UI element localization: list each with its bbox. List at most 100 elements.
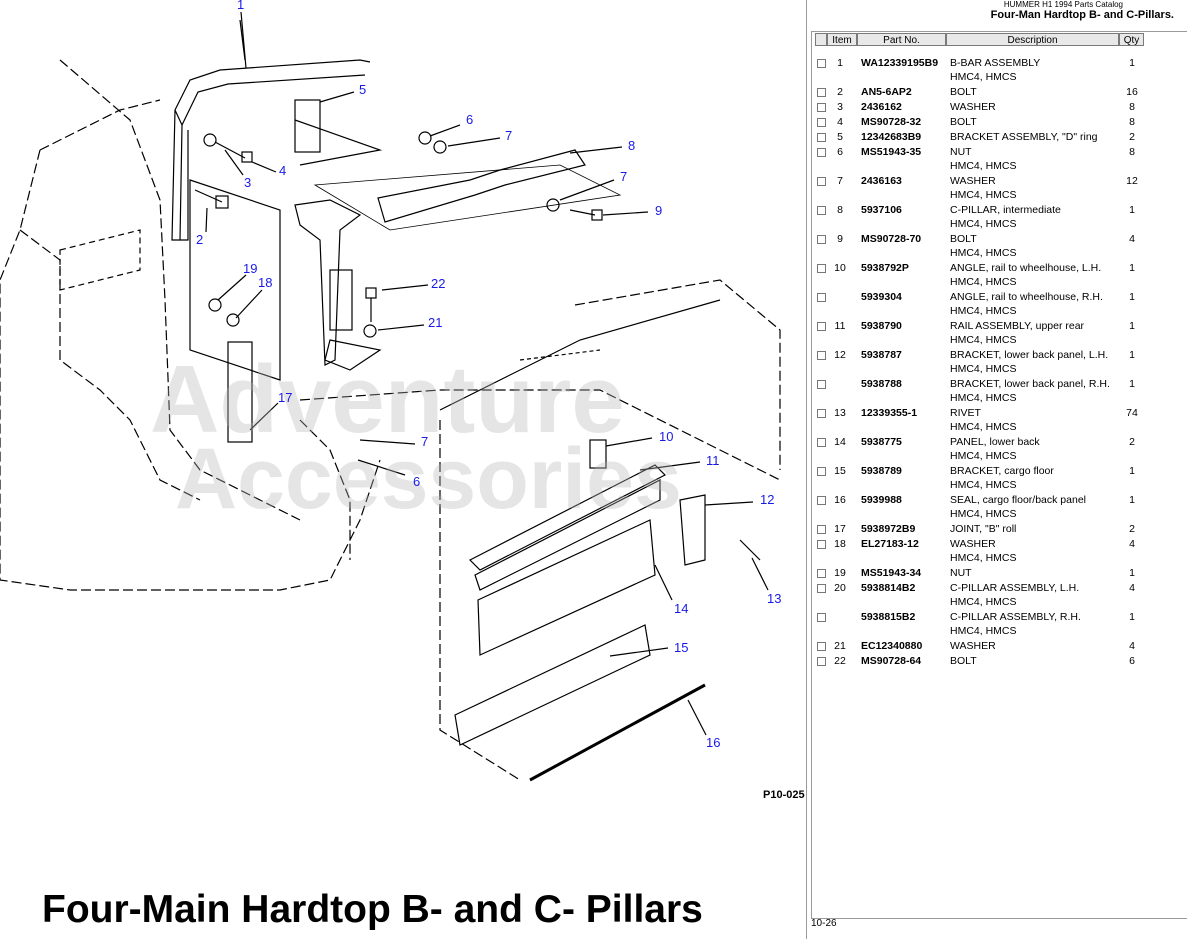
column-header-part-no[interactable]: Part No.: [857, 33, 946, 46]
row-usable-on: HMC4, HMCS: [950, 508, 1017, 520]
row-item-number: 10: [834, 262, 846, 274]
row-quantity: 12: [1126, 175, 1138, 187]
row-usable-on: HMC4, HMCS: [950, 218, 1017, 230]
row-part-number: MS51943-35: [861, 146, 922, 158]
row-quantity: 1: [1129, 320, 1135, 332]
row-checkbox[interactable]: [817, 133, 826, 142]
row-description: B-BAR ASSEMBLY: [950, 57, 1041, 69]
row-checkbox[interactable]: [817, 380, 826, 389]
row-quantity: 4: [1129, 582, 1135, 594]
row-checkbox[interactable]: [817, 88, 826, 97]
row-usable-on: HMC4, HMCS: [950, 363, 1017, 375]
row-checkbox[interactable]: [817, 409, 826, 418]
row-quantity: 1: [1129, 57, 1135, 69]
page-number: 10-26: [811, 918, 837, 929]
callout-7b: 7: [620, 169, 628, 184]
row-checkbox[interactable]: [817, 584, 826, 593]
row-checkbox[interactable]: [817, 118, 826, 127]
row-checkbox[interactable]: [817, 613, 826, 622]
row-checkbox[interactable]: [817, 569, 826, 578]
row-item-number: 6: [837, 146, 843, 158]
row-usable-on: HMC4, HMCS: [950, 392, 1017, 404]
row-usable-on: HMC4, HMCS: [950, 450, 1017, 462]
row-description: WASHER: [950, 101, 996, 113]
row-checkbox[interactable]: [817, 148, 826, 157]
callout-14: 14: [674, 601, 689, 616]
row-quantity: 2: [1129, 523, 1135, 535]
callout-13: 13: [767, 591, 782, 606]
row-checkbox[interactable]: [817, 177, 826, 186]
row-checkbox[interactable]: [817, 540, 826, 549]
row-usable-on: HMC4, HMCS: [950, 552, 1017, 564]
row-checkbox[interactable]: [817, 496, 826, 505]
row-quantity: 4: [1129, 233, 1135, 245]
row-checkbox[interactable]: [817, 525, 826, 534]
row-description: BOLT: [950, 86, 977, 98]
row-checkbox[interactable]: [817, 206, 826, 215]
panel-header: HUMMER H1 1994 Parts Catalog Four-Man Ha…: [807, 0, 1187, 30]
row-quantity: 2: [1129, 436, 1135, 448]
row-checkbox[interactable]: [817, 103, 826, 112]
row-checkbox[interactable]: [817, 438, 826, 447]
select-all-checkbox-header[interactable]: [815, 33, 827, 46]
row-checkbox[interactable]: [817, 59, 826, 68]
row-usable-on: HMC4, HMCS: [950, 596, 1017, 608]
section-title: Four-Man Hardtop B- and C-Pillars.: [990, 9, 1174, 21]
row-part-number: 5938814B2: [861, 582, 916, 594]
row-item-number: 2: [837, 86, 843, 98]
row-checkbox[interactable]: [817, 293, 826, 302]
row-part-number: 2436162: [861, 101, 902, 113]
row-part-number: 5938775: [861, 436, 902, 448]
column-header-item[interactable]: Item: [827, 33, 857, 46]
figure-code: P10-025: [763, 789, 805, 801]
row-checkbox[interactable]: [817, 322, 826, 331]
parts-list-panel: HUMMER H1 1994 Parts Catalog Four-Man Ha…: [806, 0, 1187, 939]
row-item-number: 8: [837, 204, 843, 216]
row-item-number: 11: [834, 320, 846, 332]
callout-3: 3: [244, 175, 252, 190]
row-description: C-PILLAR ASSEMBLY, L.H.: [950, 582, 1080, 594]
row-part-number: MS90728-64: [861, 655, 922, 667]
row-checkbox[interactable]: [817, 264, 826, 273]
row-usable-on: HMC4, HMCS: [950, 247, 1017, 259]
row-usable-on: HMC4, HMCS: [950, 71, 1017, 83]
row-checkbox[interactable]: [817, 351, 826, 360]
row-part-number: 12339355-1: [861, 407, 918, 419]
row-item-number: 16: [834, 494, 846, 506]
row-description: JOINT, "B" roll: [950, 523, 1017, 535]
row-checkbox[interactable]: [817, 467, 826, 476]
row-usable-on: HMC4, HMCS: [950, 189, 1017, 201]
column-header-description[interactable]: Description: [946, 33, 1119, 46]
row-checkbox[interactable]: [817, 657, 826, 666]
row-checkbox[interactable]: [817, 642, 826, 651]
column-header-qty[interactable]: Qty: [1119, 33, 1144, 46]
row-quantity: 1: [1129, 611, 1135, 623]
row-checkbox[interactable]: [817, 235, 826, 244]
callout-21: 21: [428, 315, 443, 330]
